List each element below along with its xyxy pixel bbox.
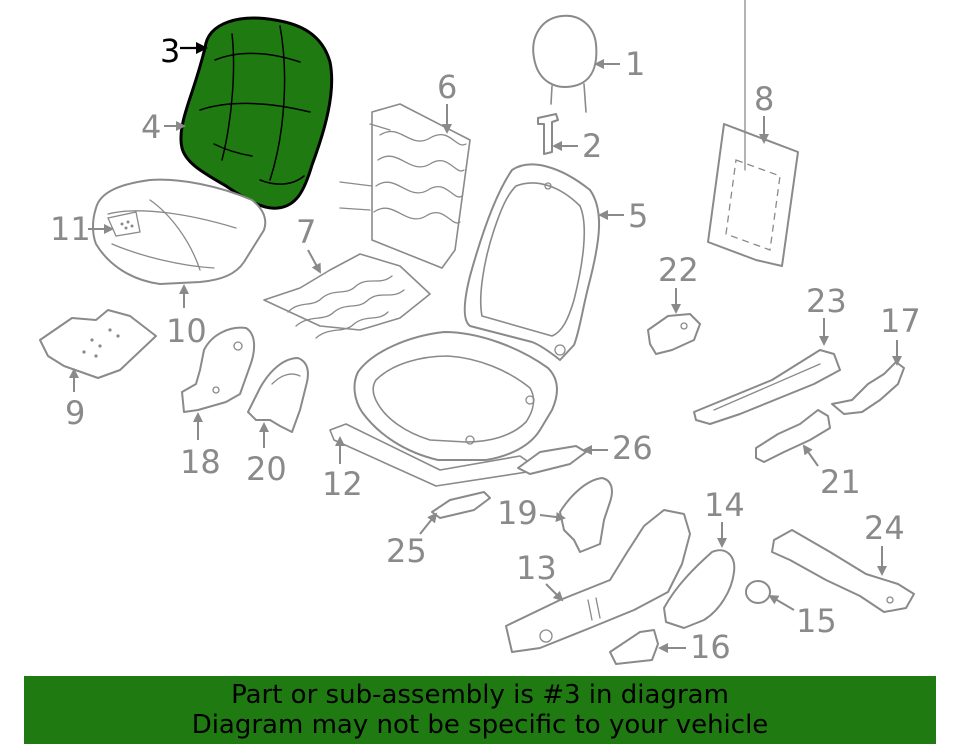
- svg-text:18: 18: [180, 443, 221, 481]
- callout-4: 4: [141, 108, 186, 146]
- svg-text:7: 7: [296, 213, 316, 251]
- part-clip[interactable]: [647, 313, 701, 355]
- part-cushion-spring[interactable]: [263, 253, 431, 339]
- callout-9: 9: [65, 368, 85, 432]
- info-banner: Part or sub-assembly is #3 in diagram Di…: [24, 676, 936, 744]
- svg-text:23: 23: [806, 282, 847, 320]
- part-cover-26[interactable]: [517, 445, 587, 475]
- svg-text:22: 22: [658, 251, 699, 289]
- callout-15: 15: [768, 594, 837, 640]
- part-seat-back-cover[interactable]: [179, 16, 334, 210]
- part-harness-bracket-19[interactable]: [559, 477, 613, 553]
- svg-text:6: 6: [437, 68, 457, 106]
- svg-text:14: 14: [704, 486, 745, 524]
- svg-text:20: 20: [246, 450, 287, 488]
- part-seat-back-frame[interactable]: [463, 163, 600, 361]
- part-bracket-21[interactable]: [755, 409, 831, 463]
- callout-12: 12: [322, 436, 363, 503]
- part-side-bracket-left[interactable]: [181, 326, 256, 413]
- part-seat-cushion-cover[interactable]: [92, 178, 267, 285]
- svg-text:11: 11: [50, 210, 91, 248]
- part-trim-16[interactable]: [609, 629, 659, 665]
- svg-text:2: 2: [582, 127, 602, 165]
- callout-10: 10: [166, 284, 207, 350]
- svg-text:4: 4: [141, 108, 161, 146]
- part-bracket-17[interactable]: [831, 361, 905, 415]
- part-side-shield[interactable]: [505, 509, 691, 653]
- callout-17: 17: [880, 302, 921, 366]
- svg-text:8: 8: [754, 80, 774, 118]
- callout-6: 6: [437, 68, 457, 134]
- callout-16: 16: [658, 628, 731, 666]
- svg-text:3: 3: [160, 32, 180, 70]
- svg-text:19: 19: [497, 494, 538, 532]
- callout-24: 24: [864, 509, 905, 576]
- svg-text:1: 1: [625, 45, 645, 83]
- callout-26: 26: [582, 429, 653, 467]
- callout-1: 1: [594, 45, 645, 83]
- part-seat-cushion-frame[interactable]: [329, 331, 558, 487]
- part-bracket-24[interactable]: [771, 529, 915, 613]
- callout-14: 14: [704, 486, 745, 548]
- svg-text:26: 26: [612, 429, 653, 467]
- part-knob-cover[interactable]: [663, 549, 736, 629]
- callout-19: 19: [497, 494, 566, 532]
- part-cap[interactable]: [745, 580, 771, 604]
- svg-text:10: 10: [166, 312, 207, 350]
- svg-text:12: 12: [322, 465, 363, 503]
- svg-text:15: 15: [796, 602, 837, 640]
- part-seat-rail[interactable]: [693, 349, 841, 425]
- callout-7: 7: [296, 213, 321, 274]
- part-seat-back-board[interactable]: [707, 0, 799, 267]
- part-headrest-guide[interactable]: [537, 113, 559, 155]
- callout-18: 18: [180, 412, 221, 481]
- callout-11: 11: [50, 210, 114, 248]
- callout-2: 2: [552, 127, 602, 165]
- part-harness-bracket[interactable]: [247, 357, 309, 433]
- svg-text:24: 24: [864, 509, 905, 547]
- part-cushion-pad[interactable]: [39, 309, 157, 379]
- callout-23: 23: [806, 282, 847, 346]
- seat-parts-diagram: 3 4 1 2 5 6 7 8 9 10 11 12: [39, 0, 921, 666]
- callout-8: 8: [754, 80, 774, 144]
- callout-13: 13: [516, 549, 564, 602]
- callout-21: 21: [802, 444, 861, 501]
- callout-3: 3: [160, 32, 208, 70]
- svg-text:13: 13: [516, 549, 557, 587]
- part-headrest[interactable]: [532, 14, 598, 113]
- svg-text:5: 5: [628, 197, 648, 235]
- svg-text:9: 9: [65, 394, 85, 432]
- banner-line-disclaimer: Diagram may not be specific to your vehi…: [191, 710, 769, 740]
- callout-5: 5: [598, 197, 648, 235]
- callout-20: 20: [246, 422, 287, 488]
- svg-text:25: 25: [386, 532, 427, 570]
- callout-25: 25: [386, 512, 438, 570]
- part-cover-25[interactable]: [431, 491, 491, 519]
- banner-line-part-info: Part or sub-assembly is #3 in diagram: [231, 680, 729, 710]
- callout-22: 22: [658, 251, 699, 314]
- svg-text:16: 16: [690, 628, 731, 666]
- svg-text:21: 21: [820, 463, 861, 501]
- part-spring-mat[interactable]: [339, 103, 471, 269]
- svg-text:17: 17: [880, 302, 921, 340]
